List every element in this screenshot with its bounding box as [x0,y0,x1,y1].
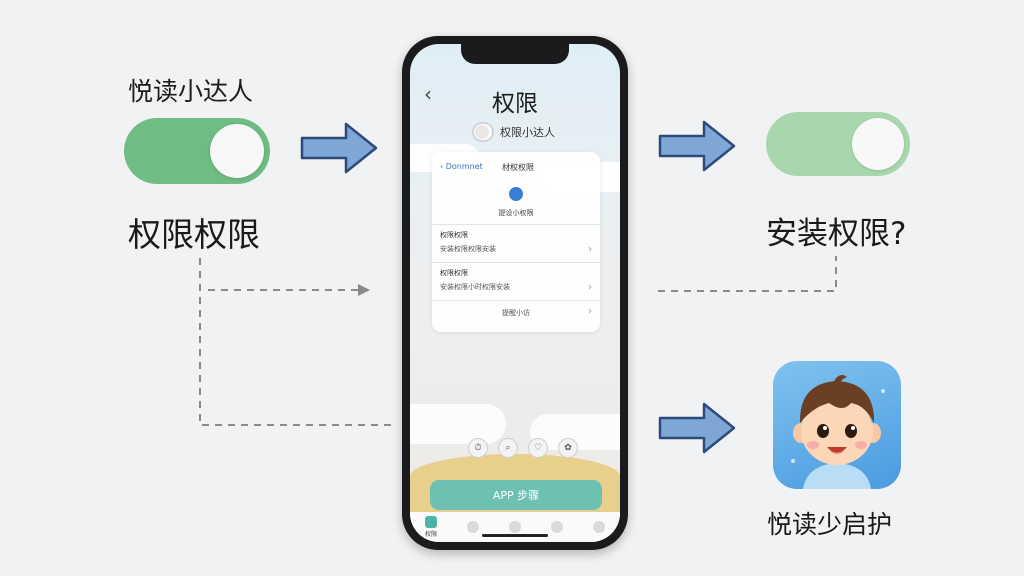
arrow-right-icon [658,120,736,172]
phone-mockup: ‹ 权限 权限小达人 ‹ Donmnet 材权权限 提设小权限 权限权限 安装权… [402,36,628,550]
mini-toggle-row[interactable]: 权限小达人 [472,122,555,142]
divider [432,262,600,263]
left-title-label: 悦读小达人 [128,77,254,106]
icon-row: ⏱ ⌕ ♡ ✿ [468,438,578,458]
flower-icon[interactable]: ✿ [558,438,578,458]
card-section-title: 权限权限 [440,231,468,239]
card-row-label: 安装权限小时权限安装 [440,283,510,291]
timer-icon[interactable]: ⏱ [468,438,488,458]
left-caption: 权限权限 [128,215,260,254]
permission-card: ‹ Donmnet 材权权限 提设小权限 权限权限 安装权限权限安装 › 权限权… [432,152,600,332]
mini-toggle-switch[interactable] [472,122,494,142]
back-chevron-icon[interactable]: ‹ [424,82,432,106]
screen-title: 权限 [492,91,538,117]
card-row-label: 安装权限权限安装 [440,245,496,253]
large-toggle-switch-light[interactable] [766,112,910,176]
tab-dot[interactable] [466,520,479,534]
right-caption: 安装权限? [766,216,907,252]
card-header: ‹ Donmnet 材权权限 [440,162,592,172]
app-caption: 悦读少启护 [767,510,893,539]
card-subtitle: 提设小权限 [498,209,534,217]
card-section-title: 权限权限 [440,269,468,277]
tab-search[interactable] [508,520,521,534]
tab-user[interactable] [592,520,605,534]
user-icon [592,520,605,533]
dot-icon [550,520,563,533]
heart-icon[interactable]: ♡ [528,438,548,458]
divider [432,224,600,225]
mini-toggle-label: 权限小达人 [500,126,555,139]
tab-dot-2[interactable] [550,520,563,534]
dashed-connector-right [658,256,837,292]
search-icon[interactable]: ⌕ [498,438,518,458]
chevron-right-icon: › [588,281,592,293]
card-row[interactable]: 安装权限权限安装 › [440,241,592,257]
arrow-right-icon [658,402,736,454]
boy-face-icon [791,375,885,489]
card-title: 材权权限 [502,163,534,172]
arrow-right-icon [300,122,378,174]
toggle-knob [852,118,904,170]
home-indicator [482,534,548,537]
dot-icon [466,520,479,533]
chevron-right-icon: › [588,243,592,255]
phone-notch [461,44,569,64]
card-footer[interactable]: 提醒小访 [502,309,530,317]
refresh-icon [509,187,523,201]
tab-home[interactable]: 权限 [424,516,437,538]
divider [432,300,600,301]
app-steps-button[interactable]: APP 步骤 [430,480,602,510]
search-icon [508,520,521,533]
phone-screen: ‹ 权限 权限小达人 ‹ Donmnet 材权权限 提设小权限 权限权限 安装权… [410,44,620,542]
card-back-link[interactable]: ‹ Donmnet [440,162,483,171]
home-icon [424,516,437,528]
chevron-right-icon: › [588,306,592,317]
toggle-knob [210,124,264,178]
card-row[interactable]: 安装权限小时权限安装 › [440,279,592,295]
tab-label: 权限 [424,531,437,538]
tab-bar: 权限 [410,512,620,542]
app-icon-boy[interactable] [773,361,901,489]
dashed-connector-left [199,258,395,426]
cloud-decoration [410,404,506,444]
large-toggle-switch-on[interactable] [124,118,270,184]
